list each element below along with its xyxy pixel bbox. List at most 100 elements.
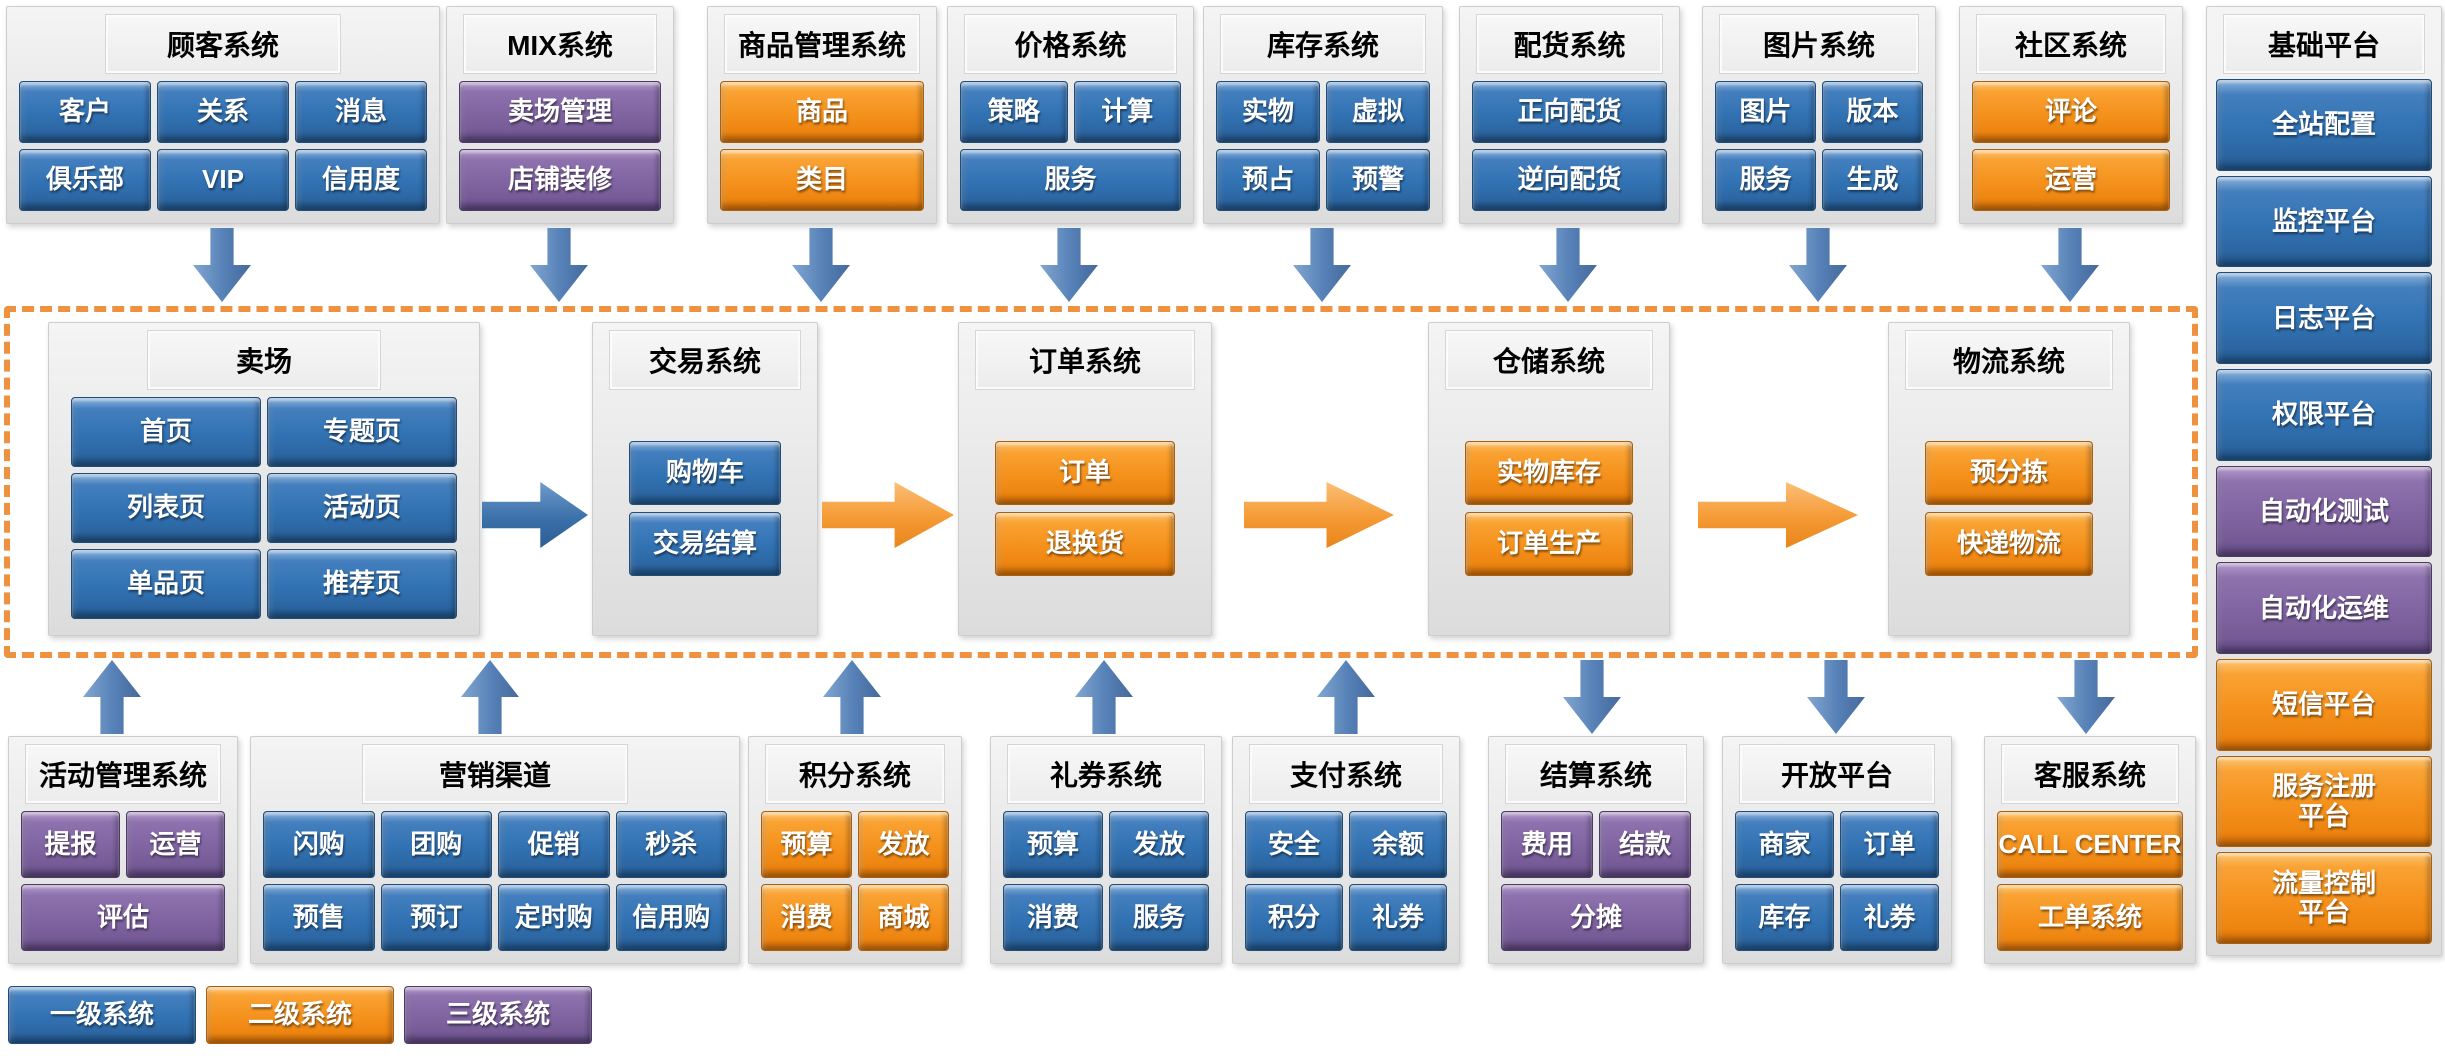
panel-mix-system: MIX系统 卖场管理店铺装修 [446, 6, 674, 224]
chip-row: 策略计算 [960, 81, 1181, 143]
panel-title-open-platform: 开放平台 [1740, 745, 1934, 803]
system-chip: 礼券 [1349, 884, 1447, 951]
chip-row: 快递物流 [1925, 511, 2093, 576]
chip-row: 消费商城 [761, 884, 949, 951]
system-chip: 权限平台 [2216, 369, 2432, 461]
chip-row: 评估 [21, 884, 225, 951]
chip-row: 消费服务 [1003, 884, 1209, 951]
chip-row: 费用结款 [1501, 811, 1691, 878]
panel-grid-base-platform: 全站配置监控平台日志平台权限平台自动化测试自动化运维短信平台服务注册 平台流量控… [2207, 75, 2441, 955]
system-chip: 交易结算 [629, 511, 781, 576]
system-chip: 卖场管理 [459, 81, 661, 143]
arrow-down-customer-icon [193, 228, 251, 302]
panel-grid-settlement: 费用结款分摊 [1489, 805, 1703, 963]
chip-row: 实物库存 [1465, 440, 1633, 505]
chip-row: 服务 [960, 149, 1181, 211]
system-chip: 一级系统 [8, 986, 196, 1044]
panel-grid-allocation: 正向配货逆向配货 [1460, 75, 1679, 223]
system-chip: 促销 [498, 811, 610, 878]
system-chip: VIP [157, 149, 289, 211]
arrow-down-product-icon [792, 228, 850, 302]
system-chip: 评论 [1972, 81, 2170, 143]
arrow-down-open-platform-icon [1807, 660, 1865, 734]
system-chip: 预算 [1003, 811, 1103, 878]
panel-community-system: 社区系统 评论运营 [1959, 6, 2183, 224]
panel-grid-payment: 安全余额积分礼券 [1233, 805, 1459, 963]
chip-row: 评论 [1972, 81, 2170, 143]
panel-mall: 卖场 首页专题页列表页活动页单品页推荐页 [48, 322, 480, 636]
chip-row: 逆向配货 [1472, 149, 1667, 211]
panel-order-system: 订单系统 订单退换货 [958, 322, 1212, 636]
system-chip: 逆向配货 [1472, 149, 1667, 211]
panel-title-settlement-system: 结算系统 [1506, 745, 1686, 803]
arrow-down-mix-icon [530, 228, 588, 302]
chip-row: 闪购团购促销秒杀 [263, 811, 727, 878]
chip-row: 实物虚拟 [1216, 81, 1430, 143]
chip-row: 客户关系消息 [19, 81, 427, 143]
panel-title-customer-system: 顾客系统 [106, 15, 340, 73]
system-chip: 预警 [1326, 149, 1430, 211]
chip-row: 类目 [720, 149, 924, 211]
chip-row: 运营 [1972, 149, 2170, 211]
system-chip: 发放 [1109, 811, 1209, 878]
arrow-down-community-icon [2041, 228, 2099, 302]
system-chip: 图片 [1715, 81, 1816, 143]
system-chip: 购物车 [629, 440, 781, 505]
panel-grid-warehouse: 实物库存订单生产 [1429, 391, 1669, 635]
system-chip: 安全 [1245, 811, 1343, 878]
system-chip: 类目 [720, 149, 924, 211]
panel-title-coupon-system: 礼券系统 [1008, 745, 1204, 803]
panel-base-platform: 基础平台 全站配置监控平台日志平台权限平台自动化测试自动化运维短信平台服务注册 … [2206, 6, 2442, 956]
chip-row: 图片版本 [1715, 81, 1923, 143]
system-chip: 运营 [1972, 149, 2170, 211]
system-chip: 虚拟 [1326, 81, 1430, 143]
system-chip: 短信平台 [2216, 659, 2432, 751]
panel-grid-order: 订单退换货 [959, 391, 1211, 635]
arrow-down-picture-icon [1789, 228, 1847, 302]
chip-row: 卖场管理 [459, 81, 661, 143]
chip-row: 商家订单 [1735, 811, 1939, 878]
system-chip: 客户 [19, 81, 151, 143]
system-chip: 团购 [380, 811, 492, 878]
system-chip: 工单系统 [1997, 884, 2183, 951]
panel-product-management-system: 商品管理系统 商品类目 [707, 6, 937, 224]
panel-warehouse-system: 仓储系统 实物库存订单生产 [1428, 322, 1670, 636]
system-chip: 运营 [126, 811, 225, 878]
system-chip: 消费 [761, 884, 852, 951]
panel-grid-logistics: 预分拣快递物流 [1889, 391, 2129, 635]
panel-title-picture-system: 图片系统 [1720, 15, 1918, 73]
system-chip: 预订 [380, 884, 492, 951]
chip-row: 自动化运维 [2216, 562, 2432, 655]
system-chip: 消息 [295, 81, 427, 143]
panel-title-activity-management: 活动管理系统 [26, 745, 220, 803]
chip-row: 预算发放 [761, 811, 949, 878]
system-chip: 商城 [858, 884, 949, 951]
panel-grid-price: 策略计算服务 [948, 75, 1193, 223]
chip-row: 服务注册 平台 [2216, 755, 2432, 848]
panel-title-trade-system: 交易系统 [610, 331, 800, 389]
panel-grid-picture: 图片版本服务生成 [1703, 75, 1935, 223]
chip-row: CALL CENTER [1997, 811, 2183, 878]
system-chip: 提报 [21, 811, 120, 878]
system-chip: 服务 [1109, 884, 1209, 951]
panel-title-allocation-system: 配货系统 [1477, 15, 1662, 73]
chip-row: 全站配置 [2216, 79, 2432, 171]
chip-row: 预占预警 [1216, 149, 1430, 211]
panel-title-product-management: 商品管理系统 [725, 15, 919, 73]
chip-row: 安全余额 [1245, 811, 1447, 878]
chip-row: 自动化测试 [2216, 465, 2432, 558]
panel-title-warehouse-system: 仓储系统 [1446, 331, 1652, 389]
system-chip: 预分拣 [1925, 440, 2093, 505]
arrow-up-coupon-icon [1075, 660, 1133, 734]
system-chip: 关系 [157, 81, 289, 143]
arrow-down-customer-service-icon [2057, 660, 2115, 734]
system-chip: 信用购 [615, 884, 727, 951]
arrow-up-activity-icon [83, 660, 141, 734]
chip-row: 退换货 [995, 511, 1175, 576]
chip-row: 提报运营 [21, 811, 225, 878]
system-chip: 实物 [1216, 81, 1320, 143]
